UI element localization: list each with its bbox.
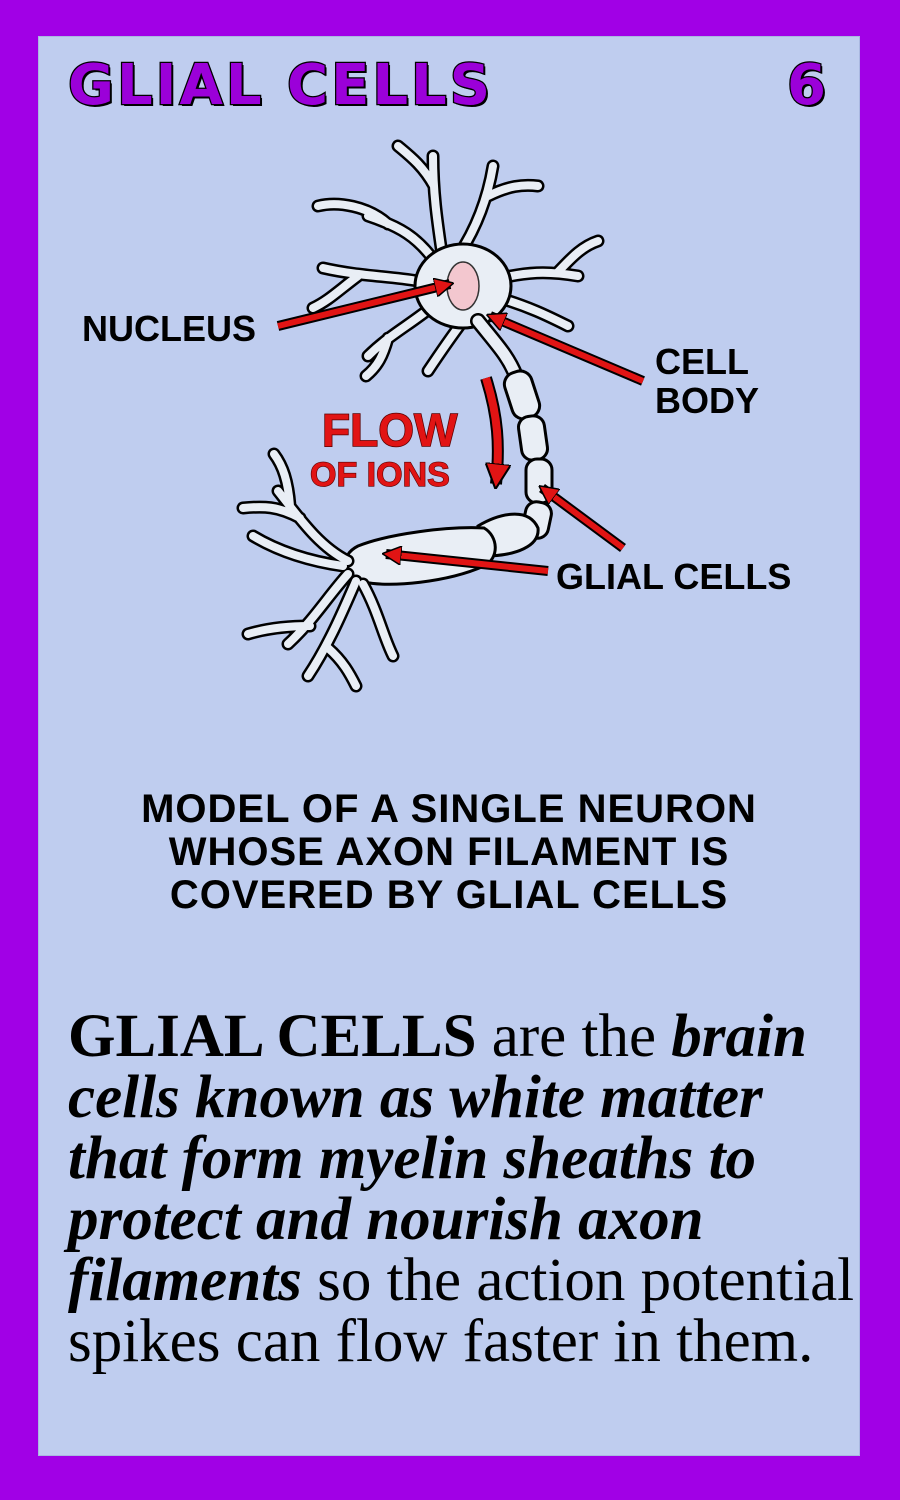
label-cell-body-line2: BODY bbox=[655, 380, 759, 421]
caption-line: COVERED BY GLIAL CELLS bbox=[169, 873, 729, 917]
label-glial-cells: GLIAL CELLS bbox=[556, 556, 791, 597]
emphasis: that form myelin sheaths to bbox=[68, 1125, 757, 1192]
description-line: GLIAL CELLS are the brain bbox=[68, 1006, 858, 1067]
label-arrows bbox=[276, 284, 645, 576]
caption-line: WHOSE AXON FILAMENT IS bbox=[168, 830, 730, 874]
text-span: are the bbox=[476, 1003, 672, 1070]
card-number: 6 bbox=[786, 53, 827, 118]
emphasis: protect and nourish axon bbox=[68, 1186, 704, 1253]
text-span: so the action potential bbox=[301, 1247, 855, 1314]
diagram-caption: MODEL OF A SINGLE NEURON WHOSE AXON FILA… bbox=[38, 788, 860, 917]
description-line: spikes can flow faster in them. bbox=[68, 1311, 858, 1372]
card: GLIAL CELLS 6 bbox=[38, 36, 860, 1456]
neuron-diagram: NUCLEUS CELL BODY GLIAL CELLS FLOW OF IO… bbox=[82, 139, 791, 693]
description-line: protect and nourish axon bbox=[68, 1189, 858, 1250]
glial-cell-lower bbox=[344, 512, 540, 586]
flow-label-main: FLOW bbox=[322, 404, 458, 456]
description-paragraph: GLIAL CELLS are the brain cells known as… bbox=[68, 1006, 858, 1372]
description-line: that form myelin sheaths to bbox=[68, 1128, 858, 1189]
caption-line: MODEL OF A SINGLE NEURON bbox=[141, 787, 757, 831]
emphasis: cells known as white matter bbox=[68, 1064, 763, 1131]
description-line: cells known as white matter bbox=[68, 1067, 858, 1128]
label-nucleus: NUCLEUS bbox=[82, 308, 256, 349]
emphasis: brain bbox=[671, 1003, 807, 1070]
lower-dendrites bbox=[236, 447, 400, 693]
nucleus bbox=[446, 261, 480, 311]
text-span: spikes can flow faster in them. bbox=[68, 1308, 814, 1375]
term: GLIAL CELLS bbox=[68, 1003, 477, 1070]
flow-label-sub: OF IONS bbox=[310, 456, 450, 494]
description-line: filaments so the action potential bbox=[68, 1250, 858, 1311]
emphasis: filaments bbox=[68, 1247, 302, 1314]
label-cell-body-line1: CELL bbox=[655, 341, 749, 382]
card-title: GLIAL CELLS bbox=[67, 53, 494, 118]
axon bbox=[470, 313, 524, 384]
